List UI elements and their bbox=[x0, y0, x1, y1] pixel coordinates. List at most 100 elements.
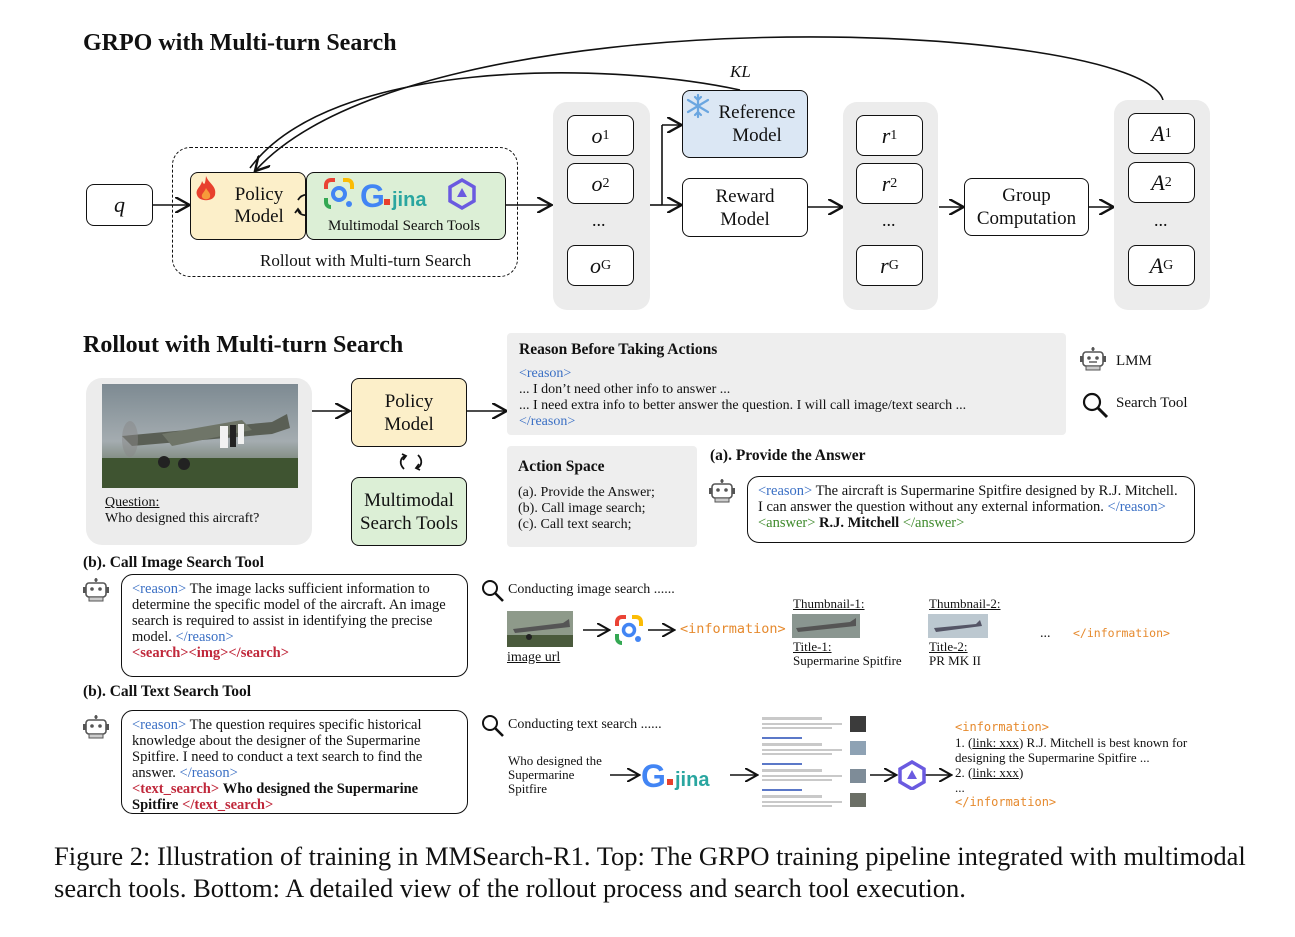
output-ellipsis: ... bbox=[592, 210, 606, 230]
svg-text:G: G bbox=[641, 759, 666, 791]
robot-icon bbox=[83, 715, 109, 739]
tools-box bbox=[306, 172, 506, 240]
aircraft-photo bbox=[102, 384, 298, 488]
google-lens-icon bbox=[324, 178, 354, 209]
text-search-open: <text_search> bbox=[132, 781, 220, 797]
reason-title: Reason Before Taking Actions bbox=[519, 341, 718, 358]
google-lens-icon bbox=[615, 615, 643, 645]
answer-open: <answer> bbox=[758, 515, 816, 531]
bottom-tools-label: Multimodal Search Tools bbox=[359, 489, 459, 534]
title-1-value: Supermarine Spitfire bbox=[793, 653, 902, 668]
image-url-label: image url bbox=[507, 650, 561, 665]
rollout-label: Rollout with Multi-turn Search bbox=[260, 251, 472, 270]
result-link-1: link: xxx bbox=[972, 735, 1019, 750]
qwen-icon bbox=[448, 177, 476, 211]
robot-icon bbox=[83, 578, 109, 602]
svg-text:jina: jina bbox=[674, 769, 710, 791]
answer-bubble: <reason> The aircraft is Supermarine Spi… bbox=[747, 476, 1195, 543]
top-connectors bbox=[153, 36, 1164, 320]
text-reason-open: <reason> bbox=[132, 717, 187, 733]
action-item-text-search: (c). Call text search; bbox=[518, 517, 632, 532]
question-label: Question: bbox=[105, 495, 160, 510]
bottom-title: Rollout with Multi-turn Search bbox=[83, 332, 404, 358]
kl-label: KL bbox=[730, 62, 751, 81]
query-label: q bbox=[114, 192, 125, 217]
thumbnail-1-label: Thumbnail-1: bbox=[793, 596, 865, 611]
image-reason-text: The image lacks sufficient information t… bbox=[132, 581, 446, 645]
action-item-answer: (a). Provide the Answer; bbox=[518, 485, 655, 500]
google-jina-logos: G jina bbox=[641, 759, 710, 791]
answer-reason-text: The aircraft is Supermarine Spitfire des… bbox=[758, 483, 1178, 515]
qwen-icon bbox=[898, 760, 926, 790]
reward-model-box: Reward Model bbox=[682, 178, 808, 237]
text-reason-close: </reason> bbox=[179, 765, 238, 781]
answer-section-title: (a). Provide the Answer bbox=[710, 447, 866, 464]
text-info-open: <information> bbox=[955, 720, 1049, 734]
reason-panel: Reason Before Taking Actions <reason> ..… bbox=[507, 333, 1066, 435]
text-search-results: <information> 1. (link: xxx) R.J. Mitche… bbox=[955, 720, 1215, 810]
reason-close-tag: </reason> bbox=[519, 414, 576, 429]
action-space-title: Action Space bbox=[518, 458, 605, 475]
swap-arrows-icon bbox=[399, 453, 423, 471]
conducting-image-search: Conducting image search ...... bbox=[508, 582, 675, 597]
thumbnail-2-label: Thumbnail-2: bbox=[929, 596, 1001, 611]
tools-label: Multimodal Search Tools bbox=[328, 218, 480, 234]
text-search-title: (b). Call Text Search Tool bbox=[83, 683, 252, 700]
image-search-title: (b). Call Image Search Tool bbox=[83, 554, 264, 571]
image-reason-open: <reason> bbox=[132, 581, 187, 597]
title-2-label: Title-2: bbox=[929, 639, 968, 654]
question-text: Who designed this aircraft? bbox=[105, 511, 260, 526]
magnifier-icon bbox=[482, 715, 504, 737]
bottom-tools-box: Multimodal Search Tools bbox=[351, 477, 467, 546]
reason-line-1: ... I don’t need other info to answer ..… bbox=[519, 382, 731, 397]
legend-search-tool: Search Tool bbox=[1116, 395, 1188, 411]
figure-caption: Figure 2: Illustration of training in MM… bbox=[54, 841, 1246, 903]
fire-icon bbox=[196, 176, 216, 201]
answer-text: R.J. Mitchell bbox=[819, 515, 900, 531]
text-reason-text: The question requires specific historica… bbox=[132, 717, 423, 781]
answer-reason-open: <reason> bbox=[758, 483, 813, 499]
thumbnail-1-image bbox=[792, 614, 860, 638]
top-title: GRPO with Multi-turn Search bbox=[83, 30, 397, 56]
policy-model-label: Policy Model bbox=[234, 184, 284, 227]
image-reason-bubble: <reason> The image lacks sufficient info… bbox=[121, 574, 468, 677]
query-image-thumbnail bbox=[507, 611, 573, 647]
jina-icon: jina bbox=[384, 189, 427, 211]
advantage-ellipsis: ... bbox=[1154, 210, 1168, 230]
result-link-2: link: xxx bbox=[972, 765, 1019, 780]
text-reason-bubble: <reason> The question requires specific … bbox=[121, 710, 468, 814]
robot-icon bbox=[1080, 347, 1106, 371]
reason-open-tag: <reason> bbox=[519, 366, 572, 381]
magnifier-icon bbox=[1082, 392, 1109, 419]
magnifier-icon bbox=[482, 580, 504, 602]
group-computation-box: Group Computation bbox=[964, 178, 1089, 236]
action-item-image-search: (b). Call image search; bbox=[518, 501, 646, 516]
reference-model-label: Reference Model bbox=[718, 102, 796, 146]
image-info-close: </information> bbox=[1073, 626, 1170, 640]
svg-text:jina: jina bbox=[391, 189, 427, 211]
bottom-connectors bbox=[312, 330, 1295, 850]
reward-model-label: Reward Model bbox=[715, 185, 775, 230]
jina-icon: jina bbox=[667, 769, 710, 791]
title-1-label: Title-1: bbox=[793, 639, 832, 654]
robot-icon bbox=[709, 479, 735, 503]
text-search-query: Who designed the Supermarine Spitfire bbox=[132, 781, 419, 813]
conducting-text-search: Conducting text search ...... bbox=[508, 717, 662, 732]
rollout-region bbox=[172, 147, 518, 277]
tools-logos: G jina bbox=[324, 177, 476, 211]
text-info-close: </information> bbox=[955, 795, 1057, 809]
image-reason-close: </reason> bbox=[175, 629, 234, 645]
image-search-call: <search><img></search> bbox=[132, 645, 289, 661]
action-space-panel: Action Space (a). Provide the Answer; (b… bbox=[507, 446, 697, 547]
bottom-policy-label: Policy Model bbox=[384, 390, 434, 435]
google-icon: G bbox=[641, 759, 666, 791]
image-results-ellipsis: ... bbox=[1040, 626, 1051, 641]
